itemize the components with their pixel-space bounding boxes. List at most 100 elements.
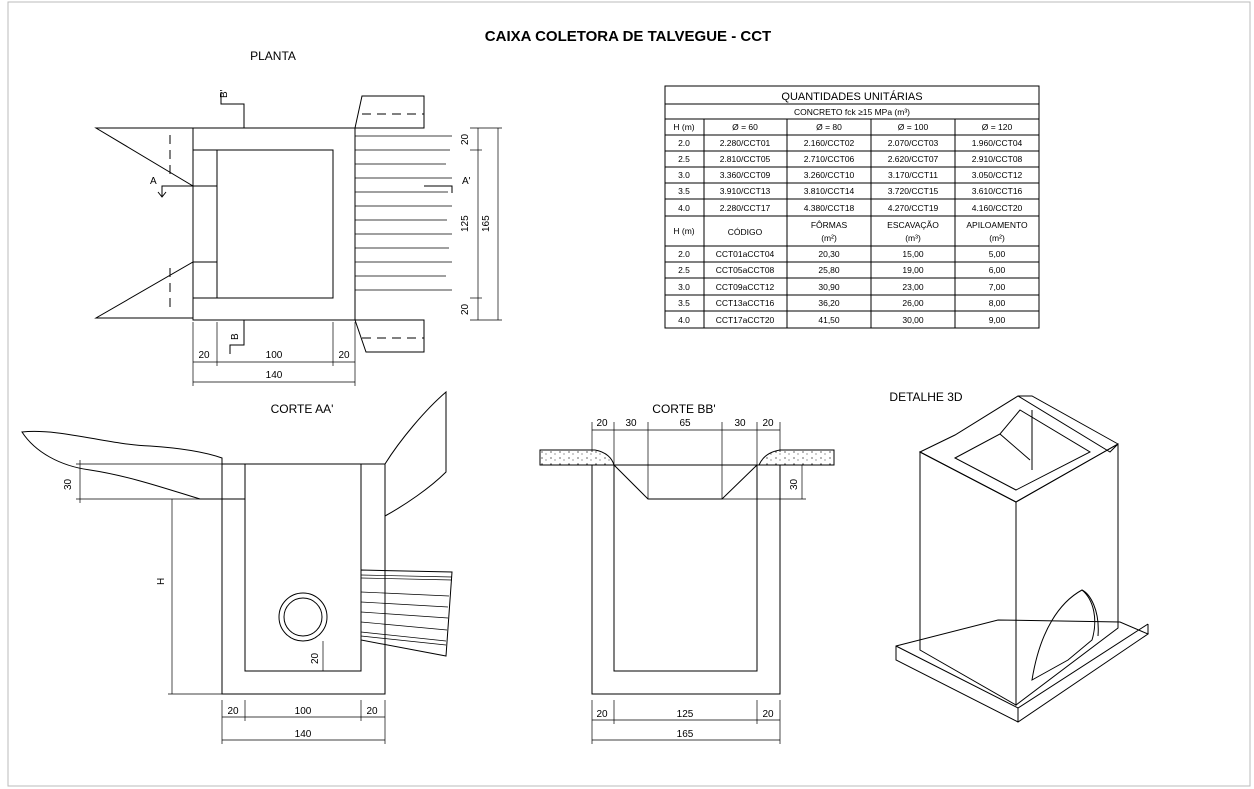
dim-bb-left-wall: 20 [596,709,608,720]
t1-cell: 4.160/CCT20 [972,203,1023,213]
head2-formas: FÔRMAS [811,220,848,230]
section-mark-a: A [150,176,157,187]
t2-cell: 41,50 [818,315,840,325]
dim-bb-depth: 30 [789,478,800,490]
t1-cell: 3.050/CCT12 [972,170,1023,180]
dim-planta-total-w: 140 [266,370,283,381]
dim-aa-total-w: 140 [295,729,312,740]
t1-cell: 4.380/CCT18 [804,203,855,213]
t2-cell: 15,00 [902,249,924,259]
head1-d60: Ø = 60 [732,122,758,132]
head2-apiloamento-unit: (m²) [989,233,1005,243]
t2-cell: 4.0 [678,315,690,325]
dim-planta-inner: 125 [460,215,471,232]
t1-cell: 2.070/CCT03 [888,138,939,148]
planta-view: A A' B' B 20 125 20 165 20 100 20 140 [94,89,502,386]
head2-escavacao: ESCAVAÇÃO [887,220,939,230]
head2-apiloamento: APILOAMENTO [966,220,1028,230]
dim-bb-slope-right: 30 [734,418,746,429]
table-subtitle: CONCRETO fck ≥15 MPa (m³) [794,107,910,117]
t2-cell: CCT05aCCT08 [716,265,775,275]
view-label-planta: PLANTA [250,49,296,63]
t2-cell: 2.0 [678,249,690,259]
t2-cell: 30,00 [902,315,924,325]
t1-cell: 2.280/CCT01 [720,138,771,148]
dim-bb-opening: 65 [679,418,691,429]
section-mark-a-prime: A' [462,176,471,187]
view-label-corte-bb: CORTE BB' [652,402,715,416]
quantities-table: QUANTIDADES UNITÁRIAS CONCRETO fck ≥15 M… [664,85,1040,329]
dim-planta-right-wall: 20 [338,350,350,361]
t1-cell: 2.910/CCT08 [972,154,1023,164]
t1-cell: 3.260/CCT10 [804,170,855,180]
t2-cell: 25,80 [818,265,840,275]
t1-cell: 2.280/CCT17 [720,203,771,213]
t2-cell: 3.0 [678,282,690,292]
head1-d120: Ø = 120 [982,122,1013,132]
t1-cell: 3.720/CCT15 [888,186,939,196]
head1-d80: Ø = 80 [816,122,842,132]
drawing-title: CAIXA COLETORA DE TALVEGUE - CCT [485,28,771,45]
t1-cell: 3.360/CCT09 [720,170,771,180]
t1-cell: 1.960/CCT04 [972,138,1023,148]
t1-cell: 3.5 [678,186,690,196]
t2-cell: 3.5 [678,298,690,308]
t1-cell: 2.0 [678,138,690,148]
t2-cell: CCT17aCCT20 [716,315,775,325]
head2-h: H (m) [673,226,694,236]
t2-cell: 8,00 [989,298,1006,308]
t1-cell: 3.0 [678,170,690,180]
section-mark-b: B [230,333,241,340]
head2-codigo: CÓDIGO [728,227,763,237]
head2-escavacao-unit: (m³) [905,233,921,243]
t2-cell: CCT01aCCT04 [716,249,775,259]
t1-cell: 3.610/CCT16 [972,186,1023,196]
t1-cell: 4.270/CCT19 [888,203,939,213]
section-mark-b-prime: B' [219,89,230,98]
t2-cell: 7,00 [989,282,1006,292]
t1-cell: 2.620/CCT07 [888,154,939,164]
dim-bb-right-wall: 20 [762,709,774,720]
dim-bb-slope-left: 30 [625,418,637,429]
dim-aa-inner-w: 100 [295,706,312,717]
t1-cell: 3.170/CCT11 [888,170,938,180]
t2-cell: 5,00 [989,249,1006,259]
dim-planta-top-wall: 20 [460,133,471,145]
view-label-corte-aa: CORTE AA' [271,402,334,416]
t2-cell: 6,00 [989,265,1006,275]
t2-cell: 36,20 [818,298,840,308]
dim-aa-right-wall: 20 [366,706,378,717]
dim-planta-inner-w: 100 [266,350,283,361]
t1-cell: 2.710/CCT06 [804,154,855,164]
t2-cell: CCT09aCCT12 [716,282,775,292]
t1-cell: 2.5 [678,154,690,164]
dim-bb-top-right: 20 [762,418,774,429]
t2-cell: 2.5 [678,265,690,275]
table-title: QUANTIDADES UNITÁRIAS [781,90,922,103]
dim-aa-left-wall: 20 [227,706,239,717]
detalhe-3d-view [895,395,1150,723]
t1-cell: 2.810/CCT05 [720,154,771,164]
dim-bb-top-left: 20 [596,418,608,429]
corte-bb-view: 20 30 65 30 20 30 20 125 20 165 [539,418,835,744]
t1-cell: 2.160/CCT02 [804,138,855,148]
t1-cell: 3.810/CCT14 [804,186,855,196]
t2-cell: 26,00 [902,298,924,308]
dim-planta-bottom-wall: 20 [460,303,471,315]
corte-aa-view: 30 H 20 20 100 20 140 [21,390,453,744]
dim-bb-total-w: 165 [677,729,694,740]
head1-d100: Ø = 100 [898,122,929,132]
head1-h: H (m) [673,122,694,132]
dim-planta-total-h: 165 [481,215,492,232]
t2-cell: 20,30 [818,249,840,259]
t2-cell: 19,00 [902,265,924,275]
dim-planta-left-wall: 20 [198,350,210,361]
head2-formas-unit: (m²) [821,233,837,243]
dim-aa-height: H [156,578,167,585]
t1-cell: 3.910/CCT13 [720,186,771,196]
t2-cell: CCT13aCCT16 [716,298,775,308]
t2-cell: 23,00 [902,282,924,292]
t2-cell: 30,90 [818,282,840,292]
dim-bb-inner-w: 125 [677,709,694,720]
